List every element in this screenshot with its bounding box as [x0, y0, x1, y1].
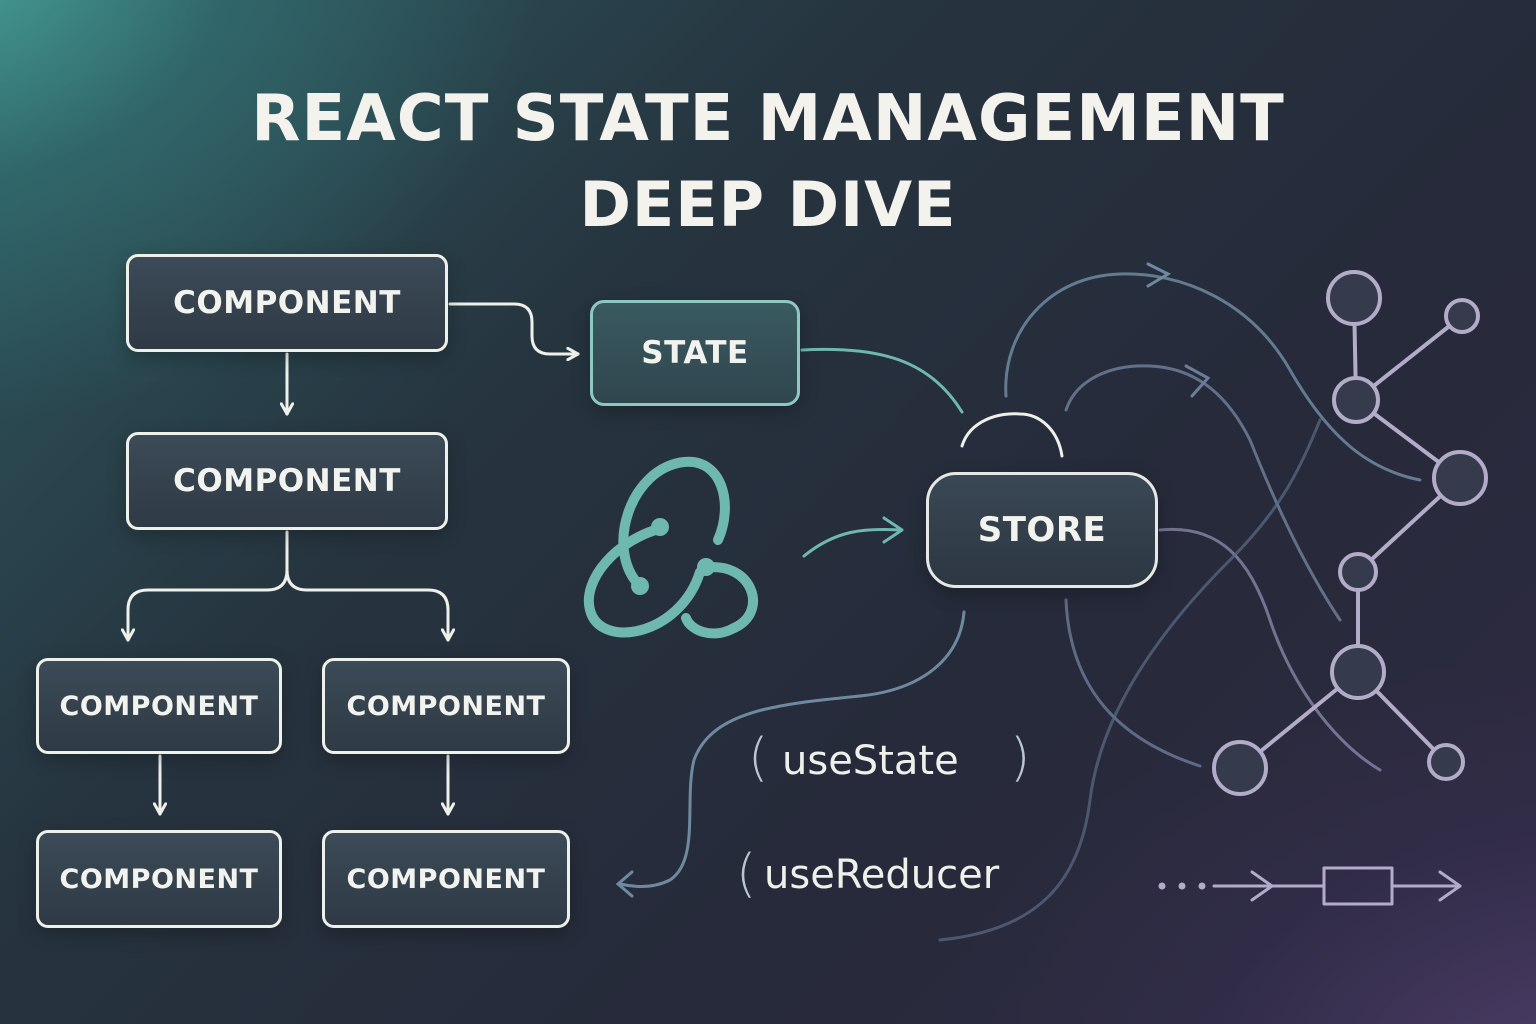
flow-curve-mid	[1064, 364, 1342, 622]
redux-logo-icon	[583, 456, 758, 639]
open-paren-usereducer: (	[736, 844, 757, 904]
graph-node	[1330, 644, 1386, 700]
flow-curve-right	[1158, 527, 1382, 772]
node-graph-icon	[1212, 270, 1488, 796]
connector-redux-store	[802, 516, 904, 558]
flow-arrow-mid	[1184, 364, 1211, 398]
store-node: STORE	[926, 472, 1158, 588]
graph-node	[1332, 376, 1380, 424]
graph-node	[1326, 270, 1382, 326]
connector-c2-split	[128, 530, 289, 640]
flow-arrow-down	[615, 870, 634, 898]
close-paren-usestate: )	[1010, 728, 1031, 788]
component-node-left: COMPONENT	[36, 658, 282, 754]
hook-usestate-label: useState	[782, 738, 959, 784]
connector-state-store	[800, 347, 964, 414]
tree-connectors	[128, 302, 578, 814]
graph-node	[1432, 450, 1488, 506]
state-node: STATE	[590, 300, 800, 406]
graph-node	[1212, 740, 1268, 796]
component-node-right-leaf: COMPONENT	[322, 830, 570, 928]
title-line-1: REACT STATE MANAGEMENT	[251, 82, 1285, 156]
pipeline-arrow-icon	[1158, 866, 1462, 906]
flow-curve-low	[1064, 598, 1202, 768]
flow-curves	[615, 262, 1422, 942]
component-node-child: COMPONENT	[126, 432, 448, 530]
title-line-2: DEEP DIVE	[579, 168, 957, 241]
component-node-right: COMPONENT	[322, 658, 570, 754]
graph-node	[1444, 298, 1480, 334]
connector-c1-state	[448, 302, 578, 354]
hook-usereducer-label: useReducer	[764, 852, 1000, 898]
connector-c2-split-right	[285, 568, 448, 640]
flow-curve-down	[618, 610, 966, 888]
flow-arrow-top	[1146, 262, 1172, 288]
component-node-root: COMPONENT	[126, 254, 448, 352]
graph-node	[1338, 552, 1378, 592]
graph-node	[1427, 743, 1465, 781]
open-paren-usestate: (	[748, 728, 769, 788]
flow-curve-store-top	[960, 412, 1064, 458]
flow-curve-long	[938, 418, 1322, 942]
flow-curve-top	[1004, 272, 1422, 482]
component-node-left-leaf: COMPONENT	[36, 830, 282, 928]
